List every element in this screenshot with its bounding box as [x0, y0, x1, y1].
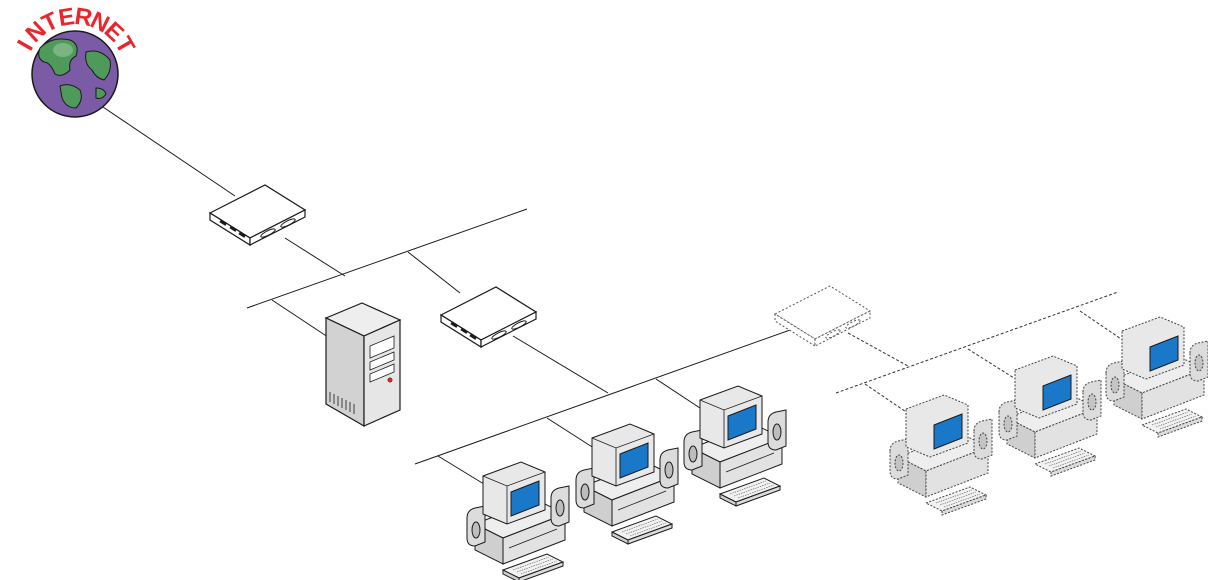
router-3-planned-icon: [775, 286, 870, 346]
workstation-5-planned-icon: [999, 356, 1101, 476]
router-2-icon: [441, 287, 536, 347]
wire-pc3: [656, 379, 706, 412]
wire-internet-router: [100, 105, 235, 196]
workstation-4-planned-icon: [890, 395, 992, 515]
wire-backbone-router2: [408, 252, 460, 293]
server-icon: [326, 303, 400, 426]
wire-router2-lower-backbone: [513, 336, 608, 393]
wire-router1-backbone: [285, 238, 345, 276]
workstation-3-icon: [684, 386, 786, 506]
wire-router3-planned-backbone: [848, 333, 908, 366]
workstation-1-icon: [467, 462, 569, 580]
workstation-6-planned-icon: [1106, 317, 1208, 437]
globe-icon: [32, 31, 118, 117]
router-1-icon: [210, 185, 305, 245]
workstation-2-icon: [576, 424, 678, 544]
